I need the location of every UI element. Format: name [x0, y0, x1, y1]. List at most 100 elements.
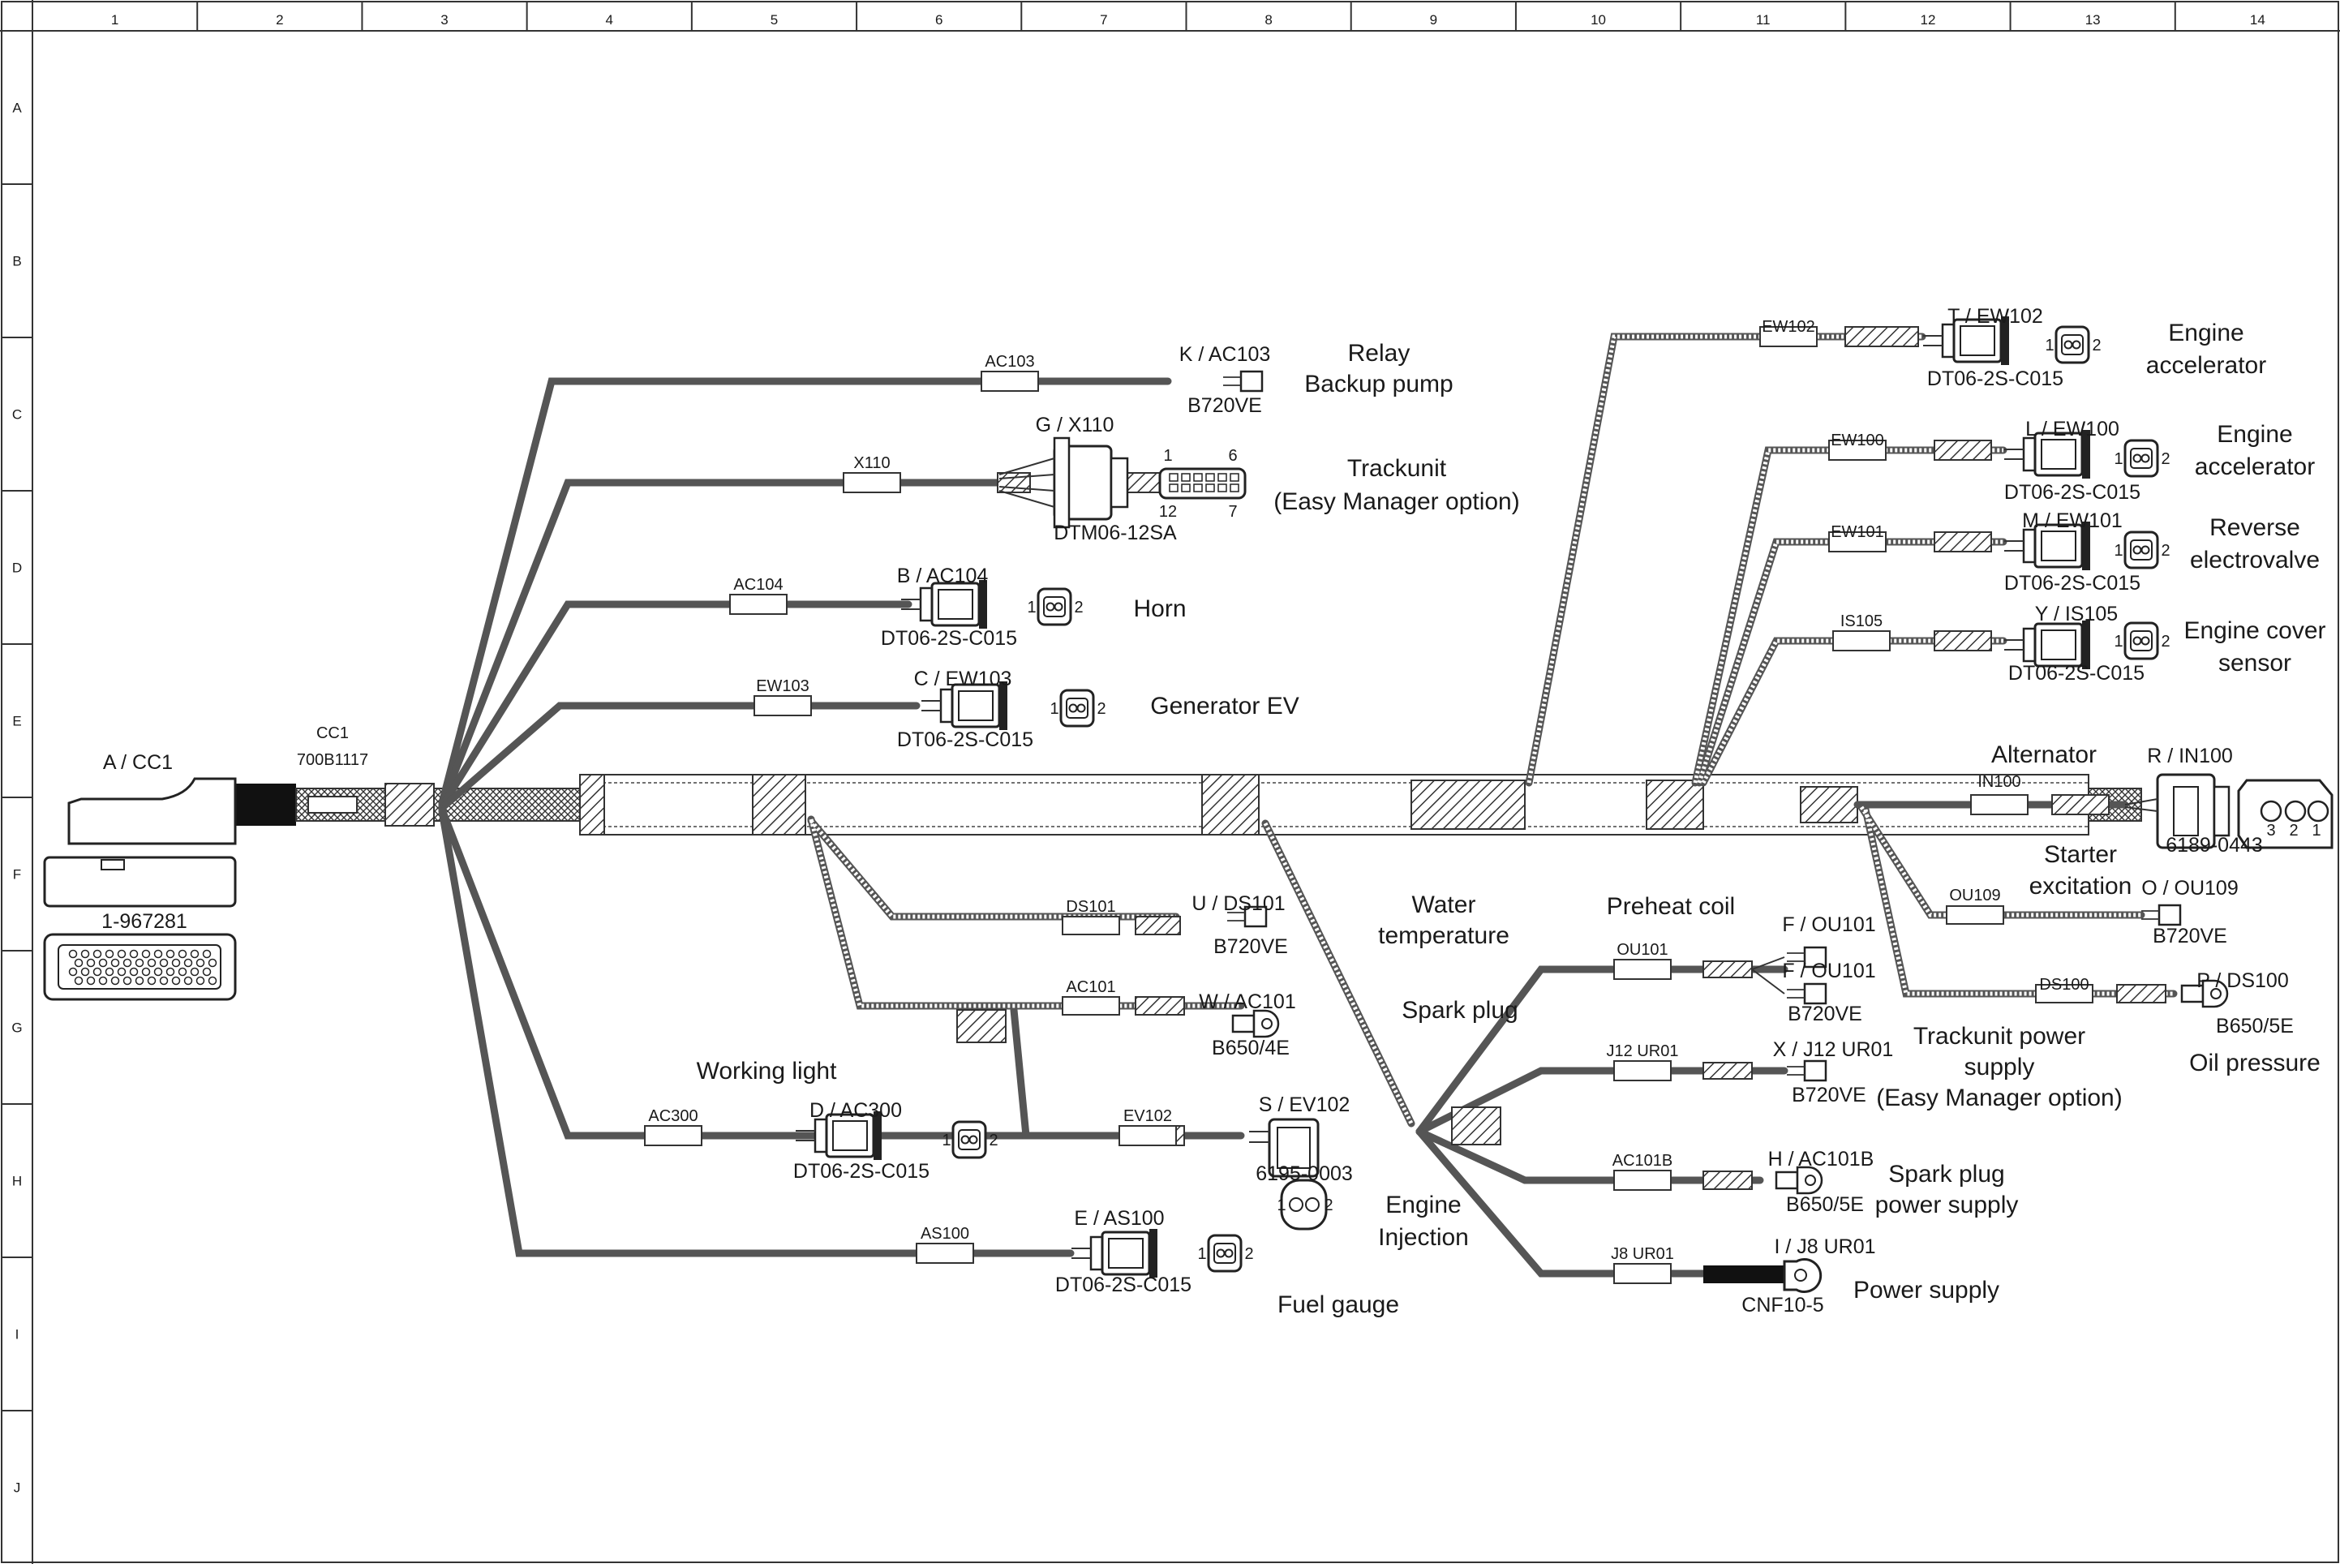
- function-label-h-0: Spark plug: [1888, 1161, 2004, 1188]
- grid-col-3: 3: [440, 12, 448, 28]
- grid-row-D: D: [12, 561, 22, 576]
- connector-label-c: C / EW103: [914, 668, 1012, 690]
- function-label-u-0: Water: [1412, 891, 1476, 918]
- connector-pin: [190, 949, 200, 959]
- pin-number-r-1: 2: [2289, 822, 2298, 840]
- connector-pin: [105, 949, 114, 959]
- pin-number-g-3: 7: [1228, 503, 1237, 521]
- function-label-c-0: Generator EV: [1150, 693, 1299, 720]
- function-label-y-0: Engine cover: [2183, 617, 2325, 644]
- main-trunk: [231, 774, 2142, 836]
- grid-col-1: 1: [111, 12, 118, 28]
- wire-tag-d: AC300: [648, 1107, 698, 1125]
- grid-col-4: 4: [606, 12, 613, 28]
- connector-pin: [74, 976, 84, 986]
- ev102-connector-icon: [1249, 1118, 1328, 1231]
- b720-connector-k-icon: [1222, 370, 1264, 393]
- connector-pin: [147, 958, 157, 968]
- tag-boxes: [644, 326, 2093, 1284]
- part-number-b: DT06-2S-C015: [881, 627, 1017, 650]
- connector-pin: [178, 949, 187, 959]
- connector-label-l: L / EW100: [2025, 418, 2119, 440]
- main-connector-label: A / CC1: [103, 751, 173, 774]
- pin-two-3: 2: [2161, 450, 2170, 468]
- part-number-u: B720VE: [1213, 935, 1288, 958]
- connector-pin: [68, 967, 78, 977]
- wire-tag-g: X110: [853, 454, 890, 472]
- part-number-i: CNF10-5: [1741, 1294, 1823, 1317]
- pin-number-g-0: 1: [1163, 447, 1172, 465]
- connector-pin: [165, 949, 175, 959]
- connector-pin: [110, 976, 120, 986]
- pin-one-8: 1: [1277, 1196, 1286, 1214]
- wire-tag-o: OU109: [1949, 887, 2000, 904]
- connector-label-d: D / AC300: [809, 1099, 902, 1122]
- grid-col-2: 2: [276, 12, 283, 28]
- grid-col-8: 8: [1264, 12, 1272, 28]
- pin-two-0: 2: [1074, 599, 1083, 616]
- connectors: [794, 315, 2334, 1293]
- connector-label-u: U / DS101: [1191, 892, 1285, 915]
- pin-one-6: 1: [942, 1132, 951, 1149]
- face-pin: [1230, 483, 1239, 492]
- function-label-t-0: Engine: [2168, 320, 2243, 346]
- connector-pin: [122, 976, 132, 986]
- main-connector-icon: [43, 777, 237, 1001]
- connector-pin: [129, 967, 139, 977]
- wire-tag-p: DS100: [2039, 976, 2089, 994]
- pin-one-1: 1: [1050, 700, 1058, 718]
- function-label-x-0: Trackunit power: [1913, 1023, 2085, 1050]
- connector-pin: [135, 958, 144, 968]
- connector-pin: [202, 949, 212, 959]
- function-label-r-0: Alternator: [1991, 741, 2097, 768]
- connector-pin: [153, 967, 163, 977]
- connector-label-p: P / DS100: [2196, 969, 2289, 992]
- wire-tag-e: AS100: [921, 1225, 969, 1243]
- function-label-m-1: electrovalve: [2190, 547, 2320, 574]
- connector-pin: [141, 949, 151, 959]
- cnf10-ring-icon: [1783, 1258, 1823, 1293]
- connector-label-t: T / EW102: [1947, 305, 2043, 328]
- function-label-g-1: (Easy Manager option): [1273, 488, 1520, 515]
- connector-label-w: W / AC101: [1199, 990, 1296, 1013]
- connector-label-g: G / X110: [1036, 414, 1114, 436]
- wire-tag-c: EW103: [756, 677, 809, 695]
- connector-pin: [98, 976, 108, 986]
- labels: A / CC1 1-967281 CC1 700B1117: [101, 724, 368, 933]
- part-number-c: DT06-2S-C015: [897, 728, 1033, 751]
- connector-label-s: S / EV102: [1259, 1093, 1350, 1116]
- pin-one-0: 1: [1027, 599, 1036, 616]
- grid-row-E: E: [12, 714, 21, 729]
- connector-pin: [98, 958, 108, 968]
- part-number-g: DTM06-12SA: [1054, 522, 1177, 544]
- grid-col-11: 11: [1756, 12, 1771, 28]
- part-number-s: 6195-0003: [1256, 1162, 1353, 1185]
- part-number-r: 6189-0443: [2166, 834, 2263, 857]
- connector-pin: [129, 949, 139, 959]
- grid-col-6: 6: [935, 12, 942, 28]
- function-label-k-0: Relay: [1348, 340, 1410, 367]
- pin-one-4: 1: [2114, 542, 2123, 560]
- connector-pin: [74, 958, 84, 968]
- connector-pin: [105, 967, 114, 977]
- connector-pin: [202, 967, 212, 977]
- grid-row-B: B: [12, 254, 21, 269]
- function-label-y-1: sensor: [2218, 650, 2291, 677]
- grid-col-7: 7: [1100, 12, 1107, 28]
- pin-two-7: 2: [1244, 1245, 1253, 1263]
- connector-label-o: O / OU109: [2141, 877, 2239, 900]
- connector-pin: [159, 976, 169, 986]
- face-pin: [1217, 483, 1227, 492]
- wire-tag-t: EW102: [1762, 318, 1815, 336]
- connector-pin: [159, 958, 169, 968]
- function-label-o-1: excitation: [2029, 873, 2132, 900]
- connector-pin: [68, 949, 78, 959]
- wire-tag-m: EW101: [1831, 523, 1884, 541]
